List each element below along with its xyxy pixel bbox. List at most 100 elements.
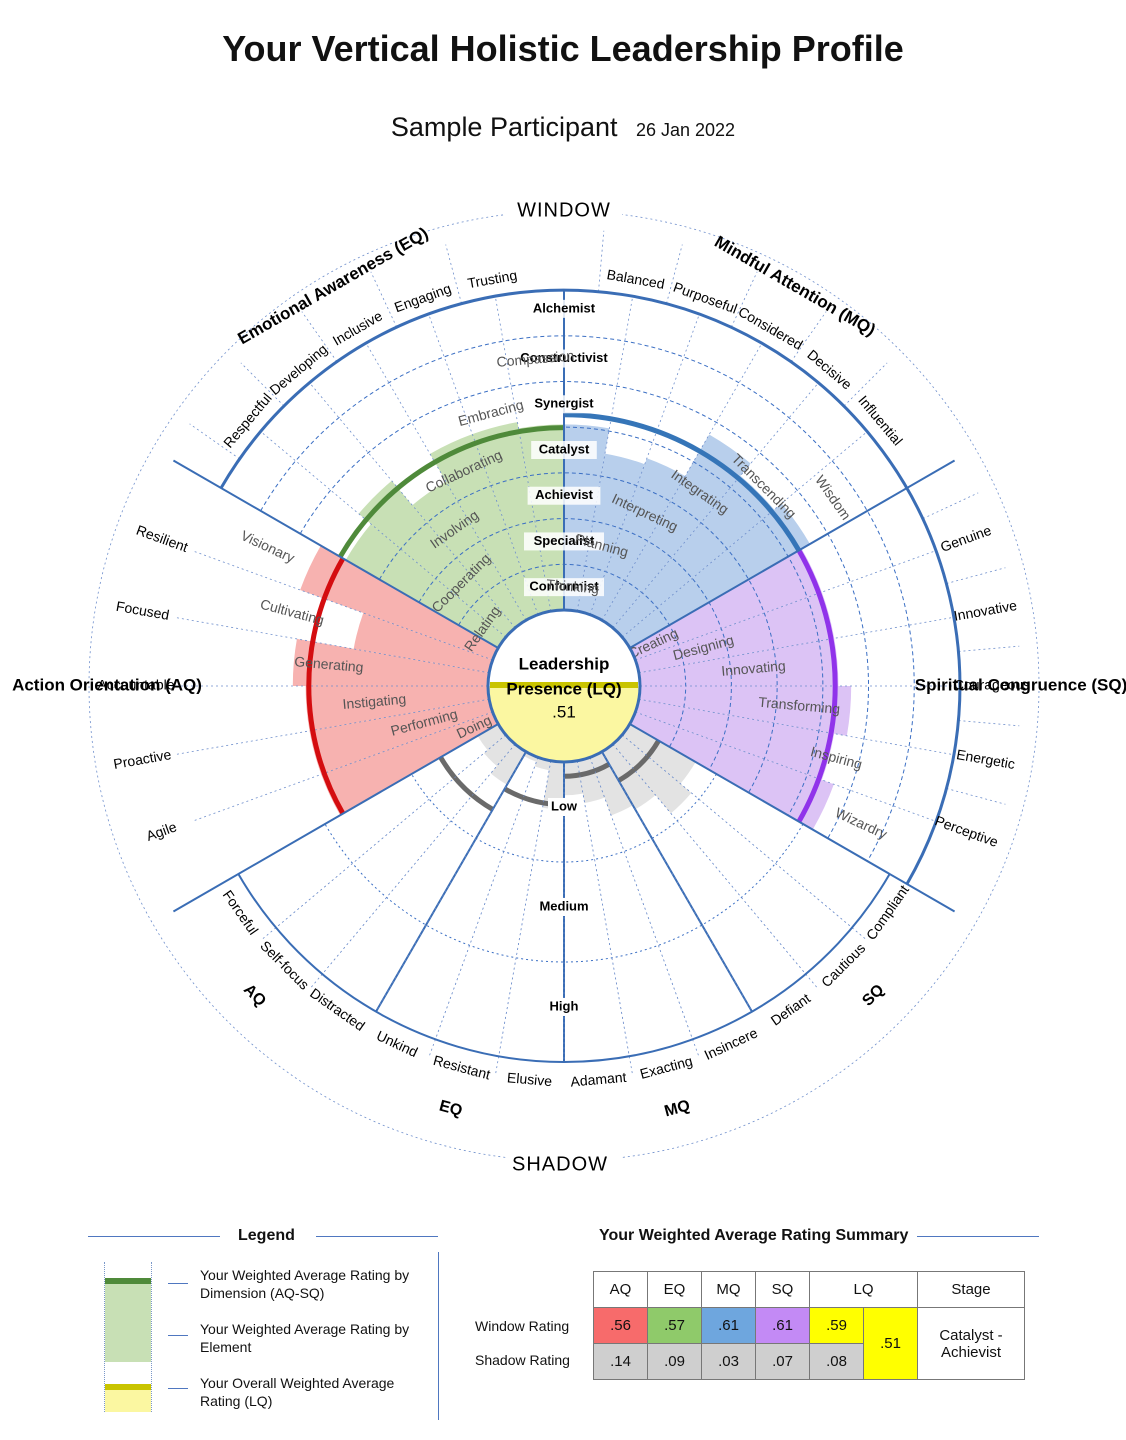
legend-tick — [168, 1388, 188, 1389]
outer-word-divider — [790, 311, 827, 362]
outer-word-divider — [946, 788, 1006, 805]
legend-swatch — [104, 1262, 152, 1412]
eq-dimension-arc — [338, 425, 565, 559]
stage-label-bg — [531, 441, 597, 459]
eq-dimension-name: Emotional Awareness (EQ) — [235, 224, 432, 349]
shadow-divider — [275, 734, 506, 928]
sq-element-label: Wizardry — [833, 804, 890, 842]
sq-outer-word: Genuine — [938, 522, 993, 555]
shadow-divider — [576, 760, 630, 1057]
eq-element-bar — [412, 481, 526, 628]
element-divider — [589, 313, 700, 615]
shadow-element-bar — [577, 757, 605, 803]
shadow-label: High — [550, 998, 579, 1013]
shadow-element-bar — [490, 744, 526, 785]
aq-element-label: Generating — [294, 653, 364, 675]
shadow-divider — [601, 751, 753, 1012]
legend-lq-swatch — [105, 1384, 151, 1390]
aq-element-bar — [353, 612, 493, 673]
aq-outer-word: Agile — [144, 818, 179, 844]
summary-header-sq: SQ — [755, 1271, 810, 1308]
outer-word-divider — [598, 230, 605, 292]
window-stage-ring — [260, 335, 915, 862]
legend-divider — [438, 1252, 439, 1420]
aq-outer-word: Resilient — [134, 522, 190, 555]
center-title: Leadership — [519, 654, 610, 673]
mq-outer-word: Balanced — [606, 266, 666, 292]
sq-shadow-word: Cautious — [818, 940, 868, 990]
legend-lq-fill-swatch — [105, 1390, 151, 1412]
shadow-divider — [498, 760, 552, 1057]
aq-element-bar — [292, 638, 490, 686]
mq-outer-word: Purposeful — [671, 279, 739, 317]
shadow-divider — [589, 757, 693, 1040]
stage-label: Alchemist — [533, 300, 596, 315]
outer-word-divider — [445, 244, 462, 304]
center-lq-fill — [488, 686, 640, 762]
shadow-element-bar — [477, 724, 506, 751]
aq-element-label: Instigating — [342, 691, 407, 713]
leadership-profile-chart: ConformistSpecialistAchievistCatalystSyn… — [12, 197, 1126, 1175]
window-rating-mq: .61 — [701, 1307, 756, 1344]
mq-element-bar — [622, 503, 810, 648]
shadow-rating-sq: .07 — [755, 1343, 810, 1380]
shadow-rating-lq: .08 — [809, 1343, 864, 1380]
sq-shadow-word: Compliant — [863, 882, 912, 943]
sq-dimension-arc — [796, 549, 838, 823]
outer-word-divider — [958, 720, 1020, 727]
outer-word-divider — [370, 271, 398, 328]
sq-shadow-arc — [617, 739, 661, 783]
aq-shadow-group-label: AQ — [240, 981, 269, 1010]
shadow-label-bg — [506, 1147, 622, 1175]
shadow-heading-label: SHADOW — [512, 1153, 608, 1175]
eq-outer-word: Respectful — [220, 390, 275, 451]
sq-element-bar — [629, 548, 822, 661]
element-divider — [612, 382, 819, 629]
aq-shadow-word: Self-focus — [257, 937, 312, 992]
center-lq-value: .51 — [552, 702, 576, 721]
summary-header-lq: LQ — [809, 1271, 918, 1308]
aq-element-bar — [321, 711, 499, 816]
eq-element-bar — [358, 480, 516, 638]
eq-shadow-group-label: EQ — [437, 1098, 464, 1120]
legend-dimension-swatch — [105, 1278, 151, 1284]
aq-element-bar — [300, 545, 499, 661]
outer-word-divider — [240, 362, 285, 407]
legend-rule-left — [88, 1236, 220, 1237]
element-divider — [260, 431, 507, 638]
shadow-label-bg — [548, 798, 580, 816]
shadow-element-bar — [542, 760, 564, 810]
aq-shadow-arc — [438, 755, 495, 812]
dimension-boundary — [629, 723, 956, 913]
outer-word-divider — [843, 362, 888, 407]
sq-element-bar — [635, 699, 835, 780]
stage-label-bg — [527, 395, 601, 414]
element-divider — [638, 616, 955, 674]
stage-label-bg — [527, 299, 601, 318]
outer-word-divider — [958, 645, 1020, 652]
sq-element-label: Transforming — [758, 694, 841, 717]
mq-element-bar — [602, 434, 751, 628]
eq-element-bar — [430, 434, 539, 621]
shadow-divider — [375, 751, 527, 1012]
aq-outer-word: Proactive — [112, 746, 172, 772]
dimension-boundary — [172, 723, 499, 913]
mq-shadow-group-label: MQ — [663, 1097, 692, 1120]
outer-word-divider — [730, 271, 758, 328]
aq-element-label: Cultivating — [259, 596, 326, 628]
stage-label: Specialist — [534, 533, 595, 548]
aq-shadow-word: Forceful — [220, 887, 262, 938]
element-divider — [621, 431, 868, 638]
mq-shadow-word: Insincere — [702, 1024, 760, 1063]
sq-element-bar — [635, 592, 835, 673]
participant-name: Sample Participant — [390, 112, 618, 142]
eq-element-label: Compassion — [496, 347, 575, 370]
element-divider — [173, 698, 490, 756]
element-divider — [191, 550, 493, 661]
window-label-bg — [506, 197, 622, 225]
mq-element-label: Thinking — [546, 576, 600, 597]
eq-outer-word: Trusting — [466, 267, 518, 291]
summary-rule — [917, 1236, 1039, 1237]
mq-outer-word: Decisive — [804, 346, 855, 392]
element-divider — [173, 616, 490, 674]
